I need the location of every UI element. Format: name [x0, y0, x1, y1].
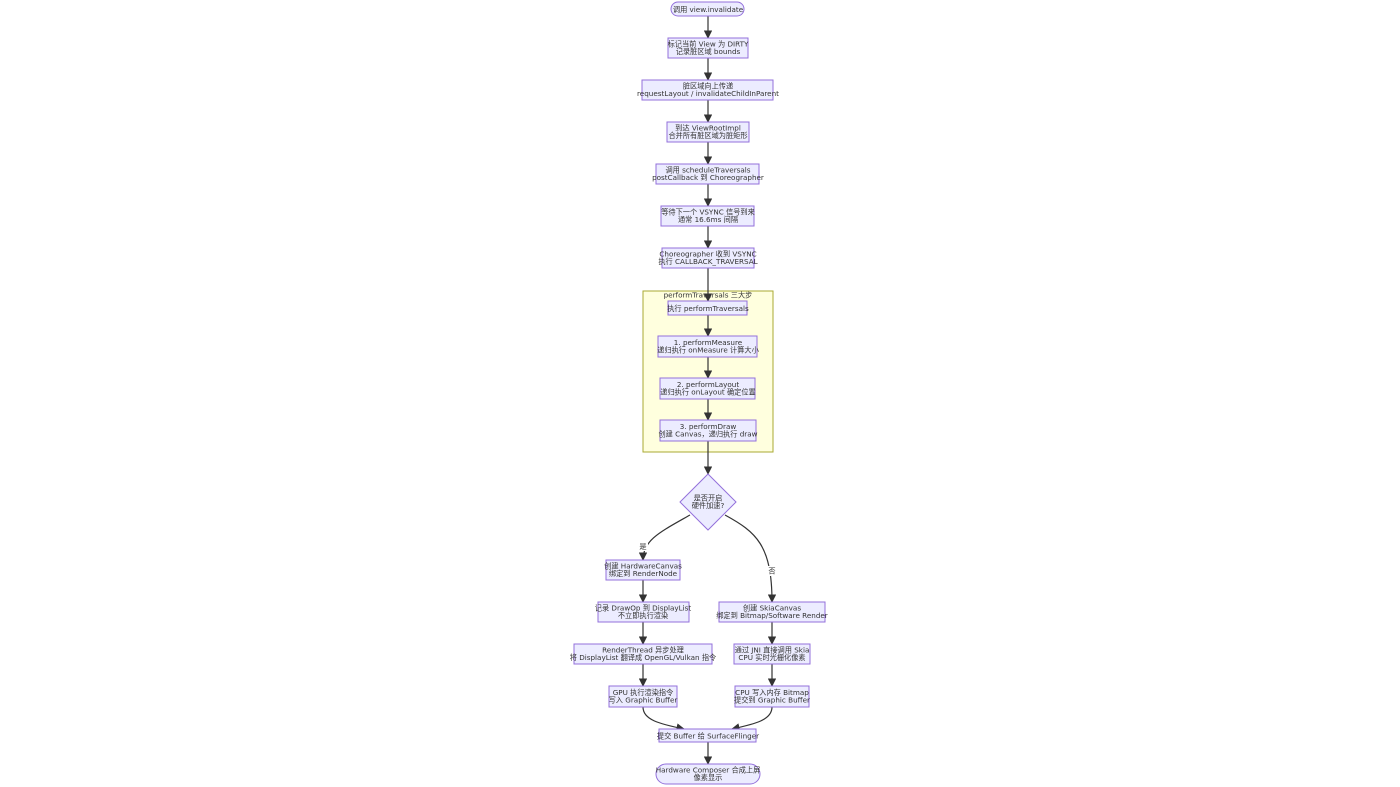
node-hardware-composer: Hardware Composer 合成上屏像素显示 — [655, 763, 761, 785]
node-call-invalidate: 调用 view.invalidate — [670, 1, 745, 17]
node-renderthread: RenderThread 异步处理将 DisplayList 翻译成 OpenG… — [570, 643, 717, 665]
node-text: 提交 Buffer 给 SurfaceFlinger — [657, 732, 759, 741]
edge-n12-n17 — [724, 514, 777, 603]
node-wait-vsync: 等待下一个 VSYNC 信号到来通常 16.6ms 间隔 — [660, 205, 755, 227]
node-gpu-render: GPU 执行渲染指令写入 Graphic Buffer — [608, 685, 678, 708]
edge-n16-n20 — [642, 706, 685, 732]
node-surfaceflinger: 提交 Buffer 给 SurfaceFlinger — [657, 728, 759, 743]
edge-label-yes-text: 是 — [639, 542, 646, 551]
edge-label-no-text: 否 — [768, 567, 775, 576]
node-text: 执行 performTraversals — [667, 304, 749, 313]
node-text: 调用 view.invalidate — [673, 5, 744, 14]
edges — [638, 16, 777, 765]
edge-n19-n20 — [731, 706, 773, 732]
node-hw-accel-decision: 是否开启硬件加速? — [679, 473, 737, 531]
node-text: GPU 执行渲染指令写入 Graphic Buffer — [609, 688, 678, 705]
node-perform-traversals: 执行 performTraversals — [667, 300, 749, 316]
node-text: RenderThread 异步处理将 DisplayList 翻译成 OpenG… — [570, 646, 717, 663]
edge-n12-n13 — [638, 514, 691, 561]
node-text: 是否开启硬件加速? — [692, 494, 725, 511]
node-text: 等待下一个 VSYNC 信号到来通常 16.6ms 间隔 — [661, 208, 755, 225]
edge-label-yes: 是 — [638, 541, 648, 551]
edge-label-no: 否 — [767, 566, 777, 576]
node-text: Hardware Composer 合成上屏像素显示 — [656, 766, 761, 783]
